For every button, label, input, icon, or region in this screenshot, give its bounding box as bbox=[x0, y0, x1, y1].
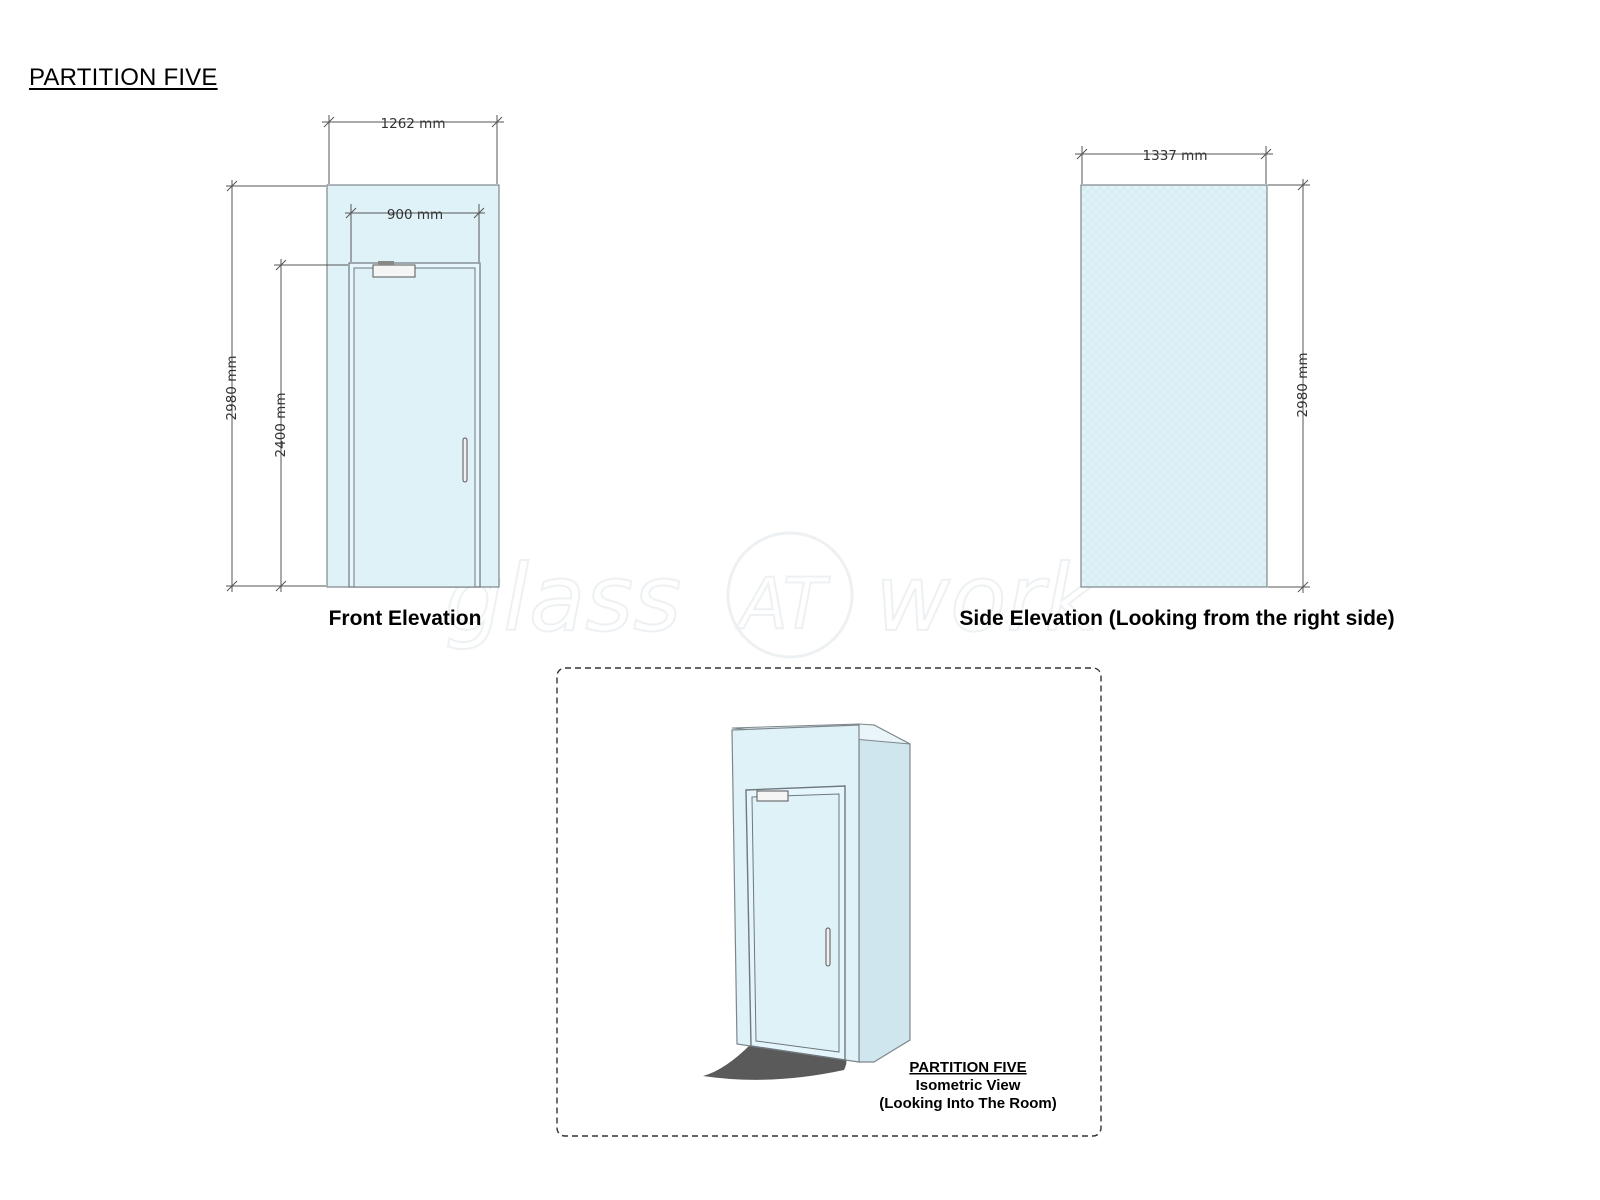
isometric-title: PARTITION FIVE bbox=[909, 1059, 1026, 1076]
front-elevation: 1262 mm 900 mm 2980 mm 2400 mm Front Ele… bbox=[224, 115, 504, 630]
dim-tick bbox=[1260, 148, 1272, 160]
iso-door-closer bbox=[756, 790, 789, 802]
dim-tick bbox=[473, 207, 485, 219]
dim-label-door-width: 900 mm bbox=[387, 207, 443, 223]
door-leaf bbox=[353, 267, 476, 588]
dim-label-overall-width: 1262 mm bbox=[381, 116, 446, 132]
dim-tick bbox=[275, 259, 287, 271]
dim-tick bbox=[1076, 148, 1088, 160]
dim-label-overall-height: 2980 mm bbox=[224, 356, 240, 421]
watermark-right-text: work bbox=[875, 545, 1101, 652]
iso-door-leaf bbox=[751, 793, 840, 1053]
front-elevation-caption: Front Elevation bbox=[329, 607, 482, 630]
dim-tick bbox=[226, 180, 238, 192]
isometric-note: (Looking Into The Room) bbox=[879, 1095, 1056, 1112]
dim-tick bbox=[275, 580, 287, 592]
dim-tick bbox=[1297, 581, 1309, 593]
door-handle bbox=[462, 437, 468, 483]
door-closer-arm bbox=[378, 261, 394, 265]
isometric-view: PARTITION FIVE Isometric View (Looking I… bbox=[556, 667, 1102, 1137]
dim-tick bbox=[345, 207, 357, 219]
isometric-frame-border bbox=[556, 667, 1102, 1137]
side-elevation-caption: Side Elevation (Looking from the right s… bbox=[959, 607, 1394, 630]
dim-tick bbox=[226, 580, 238, 592]
isometric-subtitle: Isometric View bbox=[916, 1077, 1021, 1094]
dim-label-side-width: 1337 mm bbox=[1143, 148, 1208, 164]
iso-side-panel bbox=[858, 724, 911, 1063]
dim-tick bbox=[491, 116, 503, 128]
dim-label-door-height: 2400 mm bbox=[273, 393, 289, 458]
dim-tick bbox=[323, 116, 335, 128]
watermark-badge-text: AT bbox=[736, 563, 831, 645]
iso-door-handle bbox=[825, 927, 831, 967]
page-title: PARTITION FIVE bbox=[29, 64, 218, 91]
dim-label-side-height: 2980 mm bbox=[1295, 353, 1311, 418]
side-glass-panel bbox=[1080, 184, 1268, 588]
side-elevation: 1337 mm 2980 mm Side Elevation (Looking … bbox=[959, 146, 1395, 630]
dim-tick bbox=[1297, 179, 1309, 191]
watermark: glass AT work bbox=[444, 531, 1102, 659]
watermark-badge-circle bbox=[726, 531, 854, 659]
door-closer bbox=[372, 264, 416, 278]
